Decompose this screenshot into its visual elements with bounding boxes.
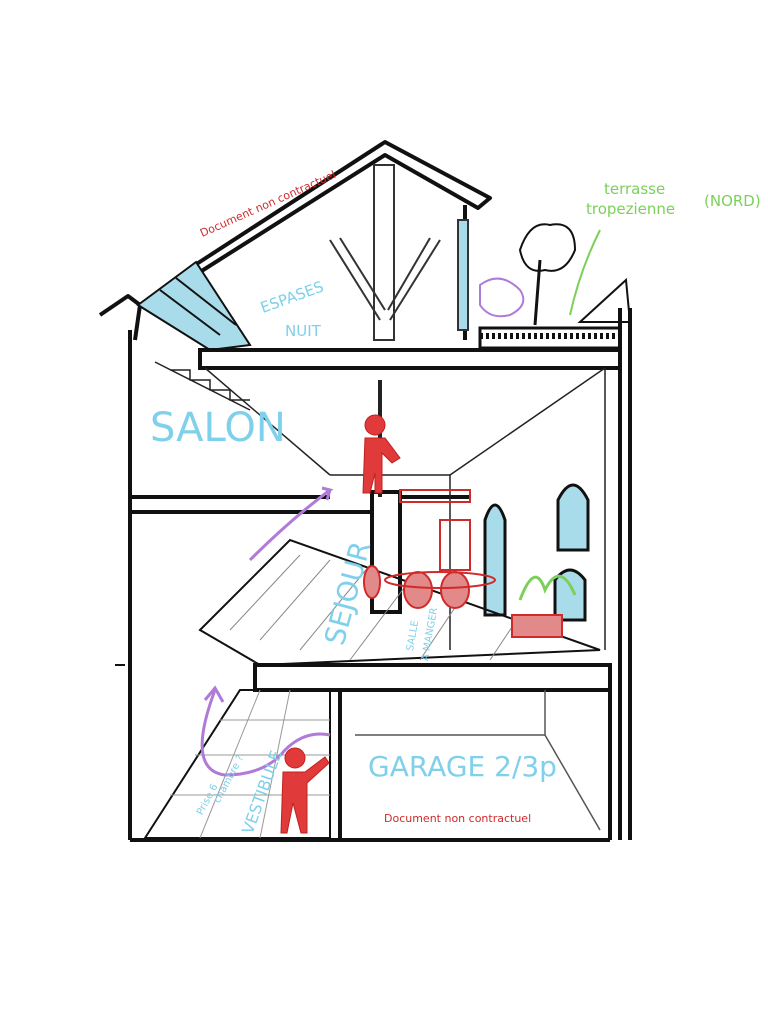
terrace [478, 223, 632, 350]
mezzanine-railing [399, 489, 471, 571]
garage-label: GARAGE 2/3p [368, 750, 557, 783]
terrace-label-line2: tropezienne [586, 200, 676, 218]
sejour-floor [198, 538, 601, 667]
disclaimer-bottom: Document non contractuel [384, 812, 532, 825]
stone-wall-windows [483, 483, 590, 622]
plant [511, 574, 577, 638]
roof-trusses [329, 164, 469, 341]
skylight [136, 260, 252, 352]
terrace-label-line1: terrasse [604, 180, 666, 198]
garage-perspective [355, 690, 601, 831]
night-area-label-line2: NUIT [285, 322, 321, 340]
building-walls [128, 308, 632, 842]
vestibule-floor [143, 689, 331, 839]
circulation-arrows [200, 486, 334, 777]
terrace-orientation: (NORD) [704, 192, 761, 210]
salon-label: SALON [150, 405, 286, 451]
dining-chairs [363, 565, 496, 609]
person-figures [280, 414, 401, 834]
